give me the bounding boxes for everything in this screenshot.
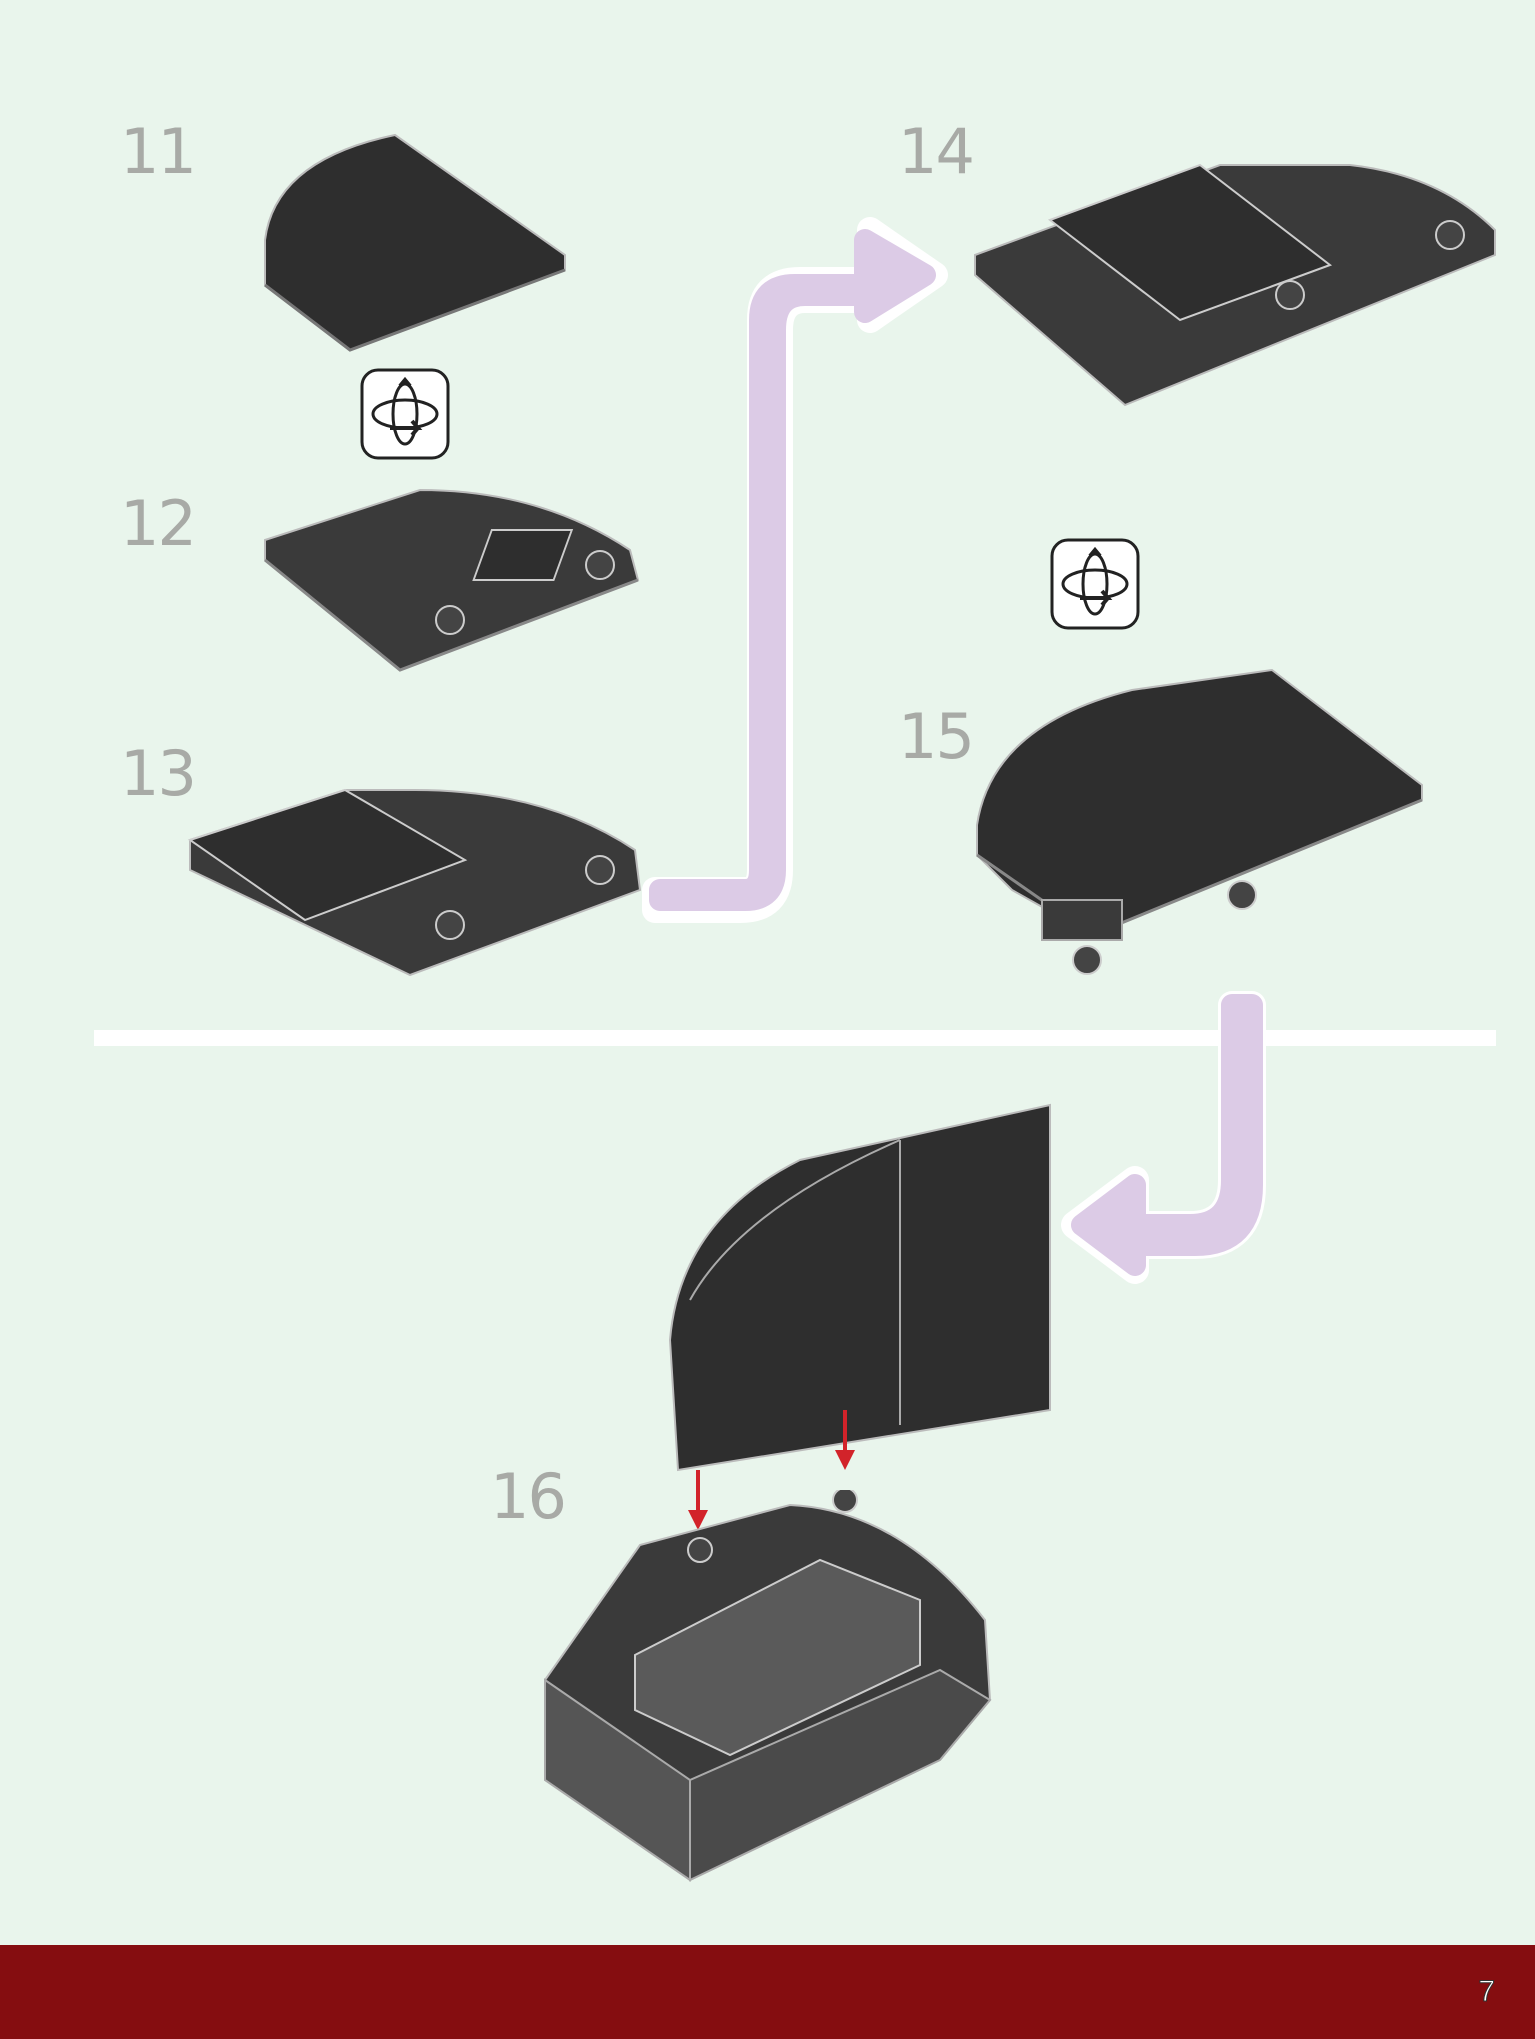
insert-down-arrow-icon (688, 1470, 708, 1530)
page-footer: 7 (0, 1945, 1535, 2039)
step-14-model (974, 163, 1496, 407)
flow-arrow-icon (642, 217, 948, 923)
step-11-model (264, 133, 566, 352)
step-number-12: 12 (120, 487, 197, 560)
step-16-upper-model (668, 1103, 1051, 1472)
flow-arrow-icon-2 (1061, 991, 1266, 1284)
section-divider (94, 1030, 1496, 1046)
step-number-13: 13 (120, 737, 197, 810)
step-number-14: 14 (898, 115, 975, 188)
step-16-base-model (544, 1490, 992, 1882)
step-number-16: 16 (490, 1460, 567, 1533)
step-13-model (187, 788, 642, 977)
page-number: 7 (1478, 1975, 1496, 2009)
step-15-model (976, 668, 1423, 975)
step-12-model (264, 488, 640, 672)
insert-down-arrow-icon-2 (835, 1410, 855, 1470)
step-number-11: 11 (120, 115, 197, 188)
rotate-model-icon-2 (1050, 538, 1140, 630)
rotate-model-icon (360, 368, 450, 460)
step-number-15: 15 (898, 700, 975, 773)
